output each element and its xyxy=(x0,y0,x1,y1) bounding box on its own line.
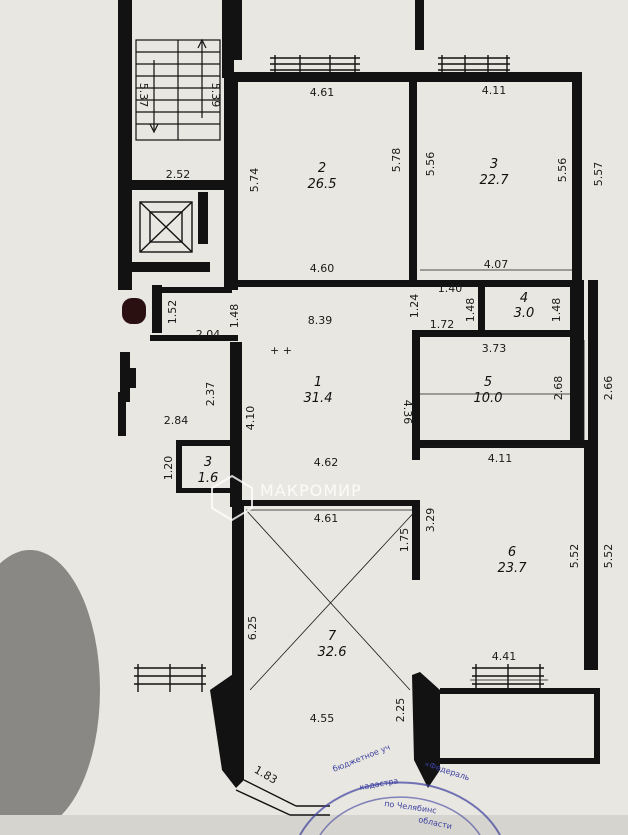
dim-balc-441: 4.41 xyxy=(492,650,517,663)
dim-r6-top: 4.11 xyxy=(488,452,513,465)
dim-r5-outer: 2.66 xyxy=(602,376,615,401)
dim-hall-124: 1.24 xyxy=(408,294,421,319)
dim-r3-right: 5.56 xyxy=(556,158,569,183)
dim-vest-148: 1.48 xyxy=(228,304,241,329)
room-1-area: 31.4 xyxy=(304,391,333,406)
dim-r4-172: 1.72 xyxy=(430,318,455,331)
dim-r4-148a: 1.48 xyxy=(464,298,477,323)
dim-r7-bottom: 4.55 xyxy=(310,712,335,725)
dim-stair-right: 5.39 xyxy=(209,83,222,108)
elevator xyxy=(139,201,193,253)
entrance-mark xyxy=(122,298,146,324)
dim-left-284: 2.84 xyxy=(164,414,189,427)
watermark-logo-icon xyxy=(211,474,253,522)
room-1-number: 1 xyxy=(314,375,322,390)
dim-r6-outer: 5.52 xyxy=(602,544,615,569)
dim-hall-410: 4.10 xyxy=(244,406,257,431)
room-4-number: 4 xyxy=(520,291,528,306)
dim-wc-120: 1.20 xyxy=(162,456,175,481)
dim-r7-225: 2.25 xyxy=(394,698,407,723)
room-2-area: 26.5 xyxy=(308,177,337,192)
bottom-edge xyxy=(0,815,628,835)
room-4-area: 3.0 xyxy=(514,306,535,321)
dim-hall-top: 8.39 xyxy=(308,314,333,327)
room-3-number: 3 xyxy=(490,157,498,172)
dim-stair-left: 5.37 xyxy=(137,83,150,108)
watermark: МАКРОМИР xyxy=(211,474,362,522)
dim-hall-462: 4.62 xyxy=(314,456,339,469)
shadow xyxy=(0,550,100,830)
dim-r3-top: 4.11 xyxy=(482,84,507,97)
room-7-number: 7 xyxy=(328,629,337,644)
dim-vest-152: 1.52 xyxy=(166,300,179,325)
dim-vest-204: 2.04 xyxy=(196,328,221,341)
stairs xyxy=(135,38,221,141)
dimension-labels: 4.61 5.74 5.78 4.60 4.11 5.56 5.56 5.57 … xyxy=(137,83,615,787)
dim-r4-140: 1.40 xyxy=(438,282,463,295)
window-hatches xyxy=(134,55,544,816)
dim-r3-left: 5.56 xyxy=(424,152,437,177)
dim-left-237: 2.37 xyxy=(204,382,217,407)
dim-r5-top: 3.73 xyxy=(482,342,507,355)
room-6-area: 23.7 xyxy=(498,561,528,576)
room-3-area: 22.7 xyxy=(480,173,510,188)
dim-r6-329: 3.29 xyxy=(424,508,437,533)
dim-r2-top: 4.61 xyxy=(310,86,335,99)
room-3b-number: 3 xyxy=(204,455,212,470)
room-5-number: 5 xyxy=(484,375,492,390)
walls xyxy=(118,0,600,788)
dim-r2-left: 5.74 xyxy=(248,168,261,193)
dim-r4-148b: 1.48 xyxy=(550,298,563,323)
dim-r3-outer: 5.57 xyxy=(592,162,605,187)
dim-r6-right: 5.52 xyxy=(568,544,581,569)
dim-hall-436: 4.36 xyxy=(401,400,414,425)
room-3b-area: 1.6 xyxy=(198,471,219,486)
dim-r2-bottom: 4.60 xyxy=(310,262,335,275)
dim-r7-175: 1.75 xyxy=(398,528,411,553)
room-labels: 2 26.5 3 22.7 4 3.0 5 10.0 1 31.4 3 1.6 … xyxy=(198,157,535,660)
dim-r7-left: 6.25 xyxy=(246,616,259,641)
room-7-area: 32.6 xyxy=(318,645,347,660)
dim-r7-top: 4.61 xyxy=(314,512,339,525)
room-2-number: 2 xyxy=(318,161,326,176)
dim-r2-right: 5.78 xyxy=(390,148,403,173)
dim-r5-right: 2.68 xyxy=(552,376,565,401)
dim-stair-bottom: 2.52 xyxy=(166,168,191,181)
hall-marker: + + xyxy=(270,344,292,357)
room-6-number: 6 xyxy=(508,545,516,560)
watermark-text: МАКРОМИР xyxy=(260,481,362,500)
dim-r3-bottom: 4.07 xyxy=(484,258,509,271)
dimension-lines xyxy=(238,269,585,691)
room-5-area: 10.0 xyxy=(474,391,503,406)
